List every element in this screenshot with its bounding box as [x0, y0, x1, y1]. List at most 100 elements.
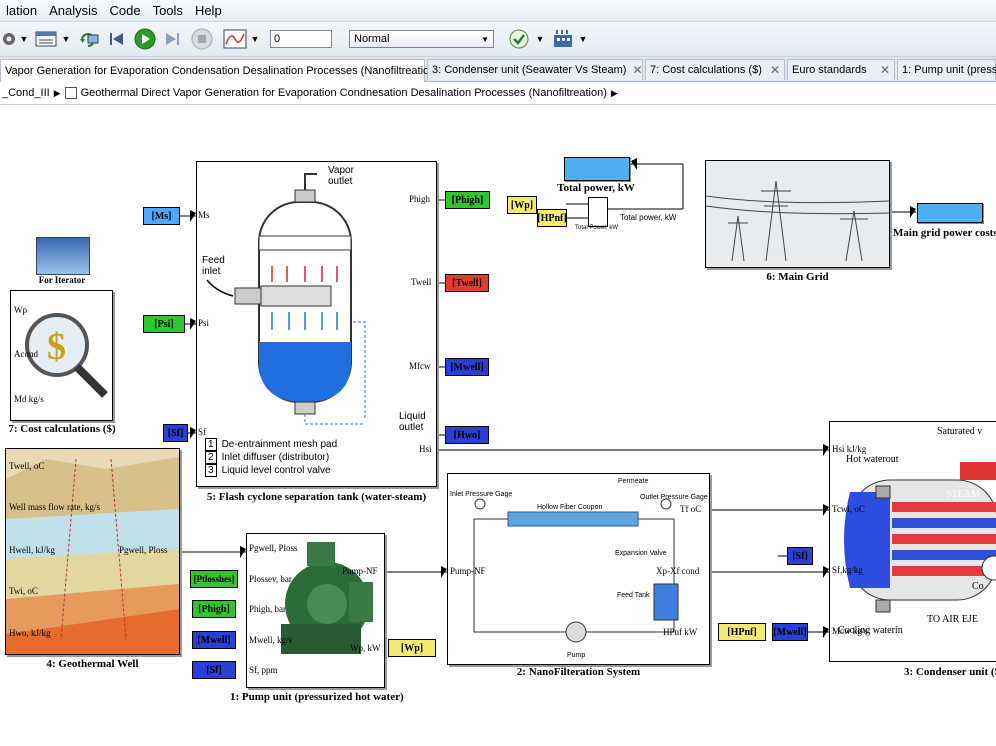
close-icon[interactable]: ✕: [769, 63, 780, 77]
goto-tag-mwell[interactable]: [Mwell]: [445, 358, 489, 376]
geo-port-twi: Twi, oC: [9, 586, 38, 596]
step-back-icon[interactable]: [106, 28, 128, 50]
menu-simulation[interactable]: lation: [6, 3, 38, 18]
flash-tank-block[interactable]: [196, 161, 437, 487]
tab-pump[interactable]: 1: Pump unit (pressu: [897, 59, 996, 80]
sum-output-label: Total power, kW: [620, 213, 677, 222]
menu-code[interactable]: Code: [109, 3, 141, 18]
vapor-outlet-label: Vapor outlet: [328, 165, 354, 187]
tab-condenser[interactable]: 3: Condenser unit (Seawater Vs Steam)✕: [427, 59, 643, 80]
chevron-down-icon[interactable]: ▼: [250, 34, 260, 44]
tab-main-model[interactable]: Vapor Generation for Evaporation Condens…: [0, 59, 455, 82]
from-tag-phigh[interactable]: [Phigh]: [192, 600, 236, 618]
stop-time-input[interactable]: 0: [270, 30, 332, 48]
stop-icon[interactable]: [190, 28, 214, 50]
tab-label: Euro standards: [792, 64, 867, 76]
breadcrumb-item-parent[interactable]: _Cond_III: [2, 87, 50, 99]
check-icon[interactable]: [508, 28, 530, 50]
breadcrumb-item-current[interactable]: Geothermal Direct Vapor Generation for E…: [80, 87, 607, 99]
nf-port-hpnf: HPnf kW: [663, 627, 698, 637]
tab-cost[interactable]: 7: Cost calculations ($) ✕: [645, 59, 785, 80]
feed-tank-label: Feed Tank: [617, 592, 650, 599]
close-icon[interactable]: ✕: [632, 63, 643, 77]
nf-caption: 2: NanoFilteration System: [516, 666, 641, 678]
legend-num: 1: [205, 438, 217, 451]
pump-port-phigh: Phigh, bar: [249, 604, 286, 614]
chevron-down-icon[interactable]: ▼: [535, 34, 545, 44]
inlet-gage-label: Inlet Pressure Gage: [450, 491, 513, 498]
steam-label: STEAM: [946, 489, 980, 500]
pump-port-wp: Wp, kW: [350, 643, 381, 653]
geothermal-well-block[interactable]: [5, 448, 180, 655]
sum-block[interactable]: [588, 197, 608, 227]
geo-port-hwo: Hwo, kJ/kg: [9, 628, 51, 638]
mode-value: Normal: [354, 33, 390, 45]
cond-port-mcw: Mcw kg/s: [832, 626, 868, 636]
cost-calculations-block[interactable]: $: [10, 290, 113, 421]
from-tag-hpnf[interactable]: [HPnf]: [537, 209, 567, 227]
from-tag-ptlosshes[interactable]: [Ptlosshes]: [190, 570, 238, 588]
nanofiltration-diagram: [473, 498, 679, 643]
nanofiltration-block[interactable]: [447, 473, 710, 665]
goto-tag-hwo[interactable]: [Hwo]: [445, 426, 489, 444]
flash-port-psi: Psi: [198, 318, 210, 328]
main-grid-block[interactable]: [705, 160, 890, 268]
chevron-down-icon[interactable]: ▼: [19, 34, 29, 44]
cost-caption: 7: Cost calculations ($): [8, 423, 116, 435]
chevron-down-icon[interactable]: ▼: [61, 34, 71, 44]
pump-unit-block[interactable]: [246, 533, 385, 688]
from-tag-mwell2[interactable]: [Mwell]: [772, 623, 808, 641]
menu-tools[interactable]: Tools: [152, 3, 183, 18]
main-grid-display-label: Main grid power costs: [893, 227, 996, 239]
magnifier-dollar-icon: $: [25, 313, 108, 398]
from-tag-mwell[interactable]: [Mwell]: [192, 631, 236, 649]
update-diagram-icon[interactable]: [77, 28, 101, 50]
run-icon[interactable]: [133, 28, 157, 50]
from-tag-wp[interactable]: [Wp]: [507, 196, 537, 214]
menu-analysis[interactable]: Analysis: [49, 3, 98, 18]
main-grid-caption: 6: Main Grid: [766, 271, 829, 283]
step-forward-icon[interactable]: [161, 28, 183, 50]
grid-dots-icon[interactable]: [551, 28, 575, 50]
pump-port-pgwell: Pgwell, Ploss: [249, 543, 298, 553]
legend-text: Liquid level control valve: [221, 465, 331, 476]
goto-tag-hpnf[interactable]: [HPnf]: [718, 623, 766, 641]
goto-tag-psi[interactable]: [Psi]: [143, 315, 185, 333]
main-grid-display[interactable]: [917, 203, 983, 223]
total-power-display[interactable]: [564, 157, 630, 181]
goto-tag-wp[interactable]: [Wp]: [388, 639, 436, 657]
pump-port-sf: Sf, ppm: [249, 665, 278, 675]
tab-euro[interactable]: Euro standards ✕: [787, 59, 895, 80]
for-iterator-label: For Iterator: [38, 275, 86, 285]
for-iterator-block[interactable]: [36, 237, 90, 275]
goto-tag-twell[interactable]: [Twell]: [445, 274, 489, 292]
tab-label: 7: Cost calculations ($): [650, 64, 762, 76]
tab-label: Vapor Generation for Evaporation Condens…: [5, 65, 439, 77]
air-ejector-label: TO AIR EJE: [927, 614, 978, 625]
condenser-diagram: [844, 462, 996, 613]
close-icon[interactable]: ✕: [879, 63, 890, 77]
pump-port-mwell: Mwell, kg/s: [249, 635, 293, 645]
menu-help[interactable]: Help: [194, 3, 222, 18]
condenser-block[interactable]: [829, 421, 996, 662]
chevron-right-icon: ▶: [53, 87, 61, 98]
scope-icon[interactable]: [222, 28, 248, 50]
geo-caption: 4: Geothermal Well: [46, 658, 139, 670]
goto-tag-sf[interactable]: [Sf]: [163, 424, 188, 442]
saturated-vapor-label: Saturated v: [937, 426, 983, 437]
goto-tag-phigh[interactable]: [Phigh]: [445, 191, 490, 209]
model-config-icon[interactable]: [33, 28, 59, 50]
simulation-mode-select[interactable]: Normal▼: [349, 30, 494, 48]
geothermal-strata-image: [6, 457, 179, 654]
from-tag-sf[interactable]: [Sf]: [192, 661, 236, 679]
gear-icon[interactable]: [0, 28, 18, 50]
goto-tag-sf2[interactable]: [Sf]: [787, 547, 813, 565]
goto-tag-ms[interactable]: [Ms]: [143, 207, 180, 225]
model-icon: [64, 87, 77, 99]
geo-port-massflow: Well mass flow rate, kg/s: [9, 502, 101, 512]
chevron-down-icon[interactable]: ▼: [578, 34, 588, 44]
model-canvas[interactable]: For Iterator $ Wp Acond Md kg/s 7: Cost …: [0, 105, 996, 746]
